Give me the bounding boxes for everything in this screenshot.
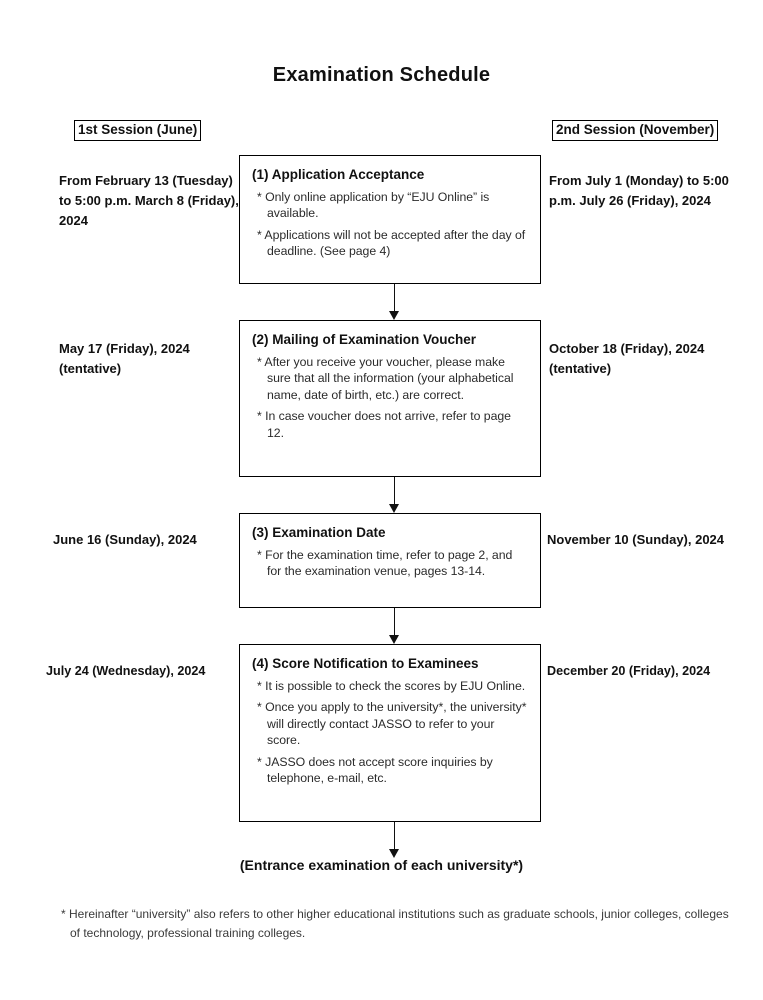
right-date-step-1: From July 1 (Monday) to 5:00 p.m. July 2…: [549, 173, 729, 208]
flow-step-4-title: (4) Score Notification to Examinees: [252, 656, 479, 671]
flow-step-2-note-2: * In case voucher does not arrive, refer…: [257, 409, 511, 440]
right-date-step-4: December 20 (Friday), 2024: [547, 664, 711, 678]
flow-step-3: (3) Examination Date * For the examinati…: [239, 513, 541, 608]
flow-step-4: (4) Score Notification to Examinees * It…: [239, 644, 541, 822]
flow-step-1-title: (1) Application Acceptance: [252, 167, 425, 182]
flow-step-2-title: (2) Mailing of Examination Voucher: [252, 332, 477, 347]
flow-step-2-note-1: * After you receive your voucher, please…: [257, 354, 514, 402]
flow-step-1-note-1: * Only online application by “EJU Online…: [257, 189, 490, 221]
flow-step-3-title: (3) Examination Date: [252, 525, 386, 540]
page-title: Examination Schedule: [272, 64, 491, 86]
flow-step-4-note-2: * Once you apply to the university*, the…: [257, 700, 527, 748]
right-date-step-2: October 18 (Friday), 2024 (tentative): [549, 341, 705, 376]
flow-step-2: (2) Mailing of Examination Voucher * Aft…: [239, 320, 541, 477]
right-date-step-3: November 10 (Sunday), 2024: [547, 532, 725, 547]
arrow-down-icon-3: [389, 608, 400, 644]
left-date-step-4: July 24 (Wednesday), 2024: [46, 664, 206, 678]
left-date-step-2: May 17 (Friday), 2024 (tentative): [59, 341, 190, 376]
left-date-step-3: June 16 (Sunday), 2024: [53, 532, 197, 547]
flow-caption: (Entrance examination of each university…: [239, 857, 524, 873]
arrow-down-icon-2: [389, 477, 400, 513]
column-header-first-session: 1st Session (June): [74, 120, 202, 141]
left-date-step-1: From February 13 (Tuesday) to 5:00 p.m. …: [59, 173, 239, 228]
flow-step-1-note-2: * Applications will not be accepted afte…: [257, 227, 526, 259]
column-header-second-session: 2nd Session (November): [552, 120, 719, 141]
arrow-down-icon-1: [389, 284, 400, 320]
flow-step-4-note-3: * JASSO does not accept score inquiries …: [257, 754, 493, 786]
flow-step-3-note-1: * For the examination time, refer to pag…: [257, 547, 513, 579]
footnote: * Hereinafter “university” also refers t…: [61, 907, 729, 940]
flow-step-4-note-1: * It is possible to check the scores by …: [257, 678, 526, 693]
flow-step-1: (1) Application Acceptance * Only online…: [239, 155, 541, 284]
arrow-down-icon-4: [389, 822, 400, 858]
